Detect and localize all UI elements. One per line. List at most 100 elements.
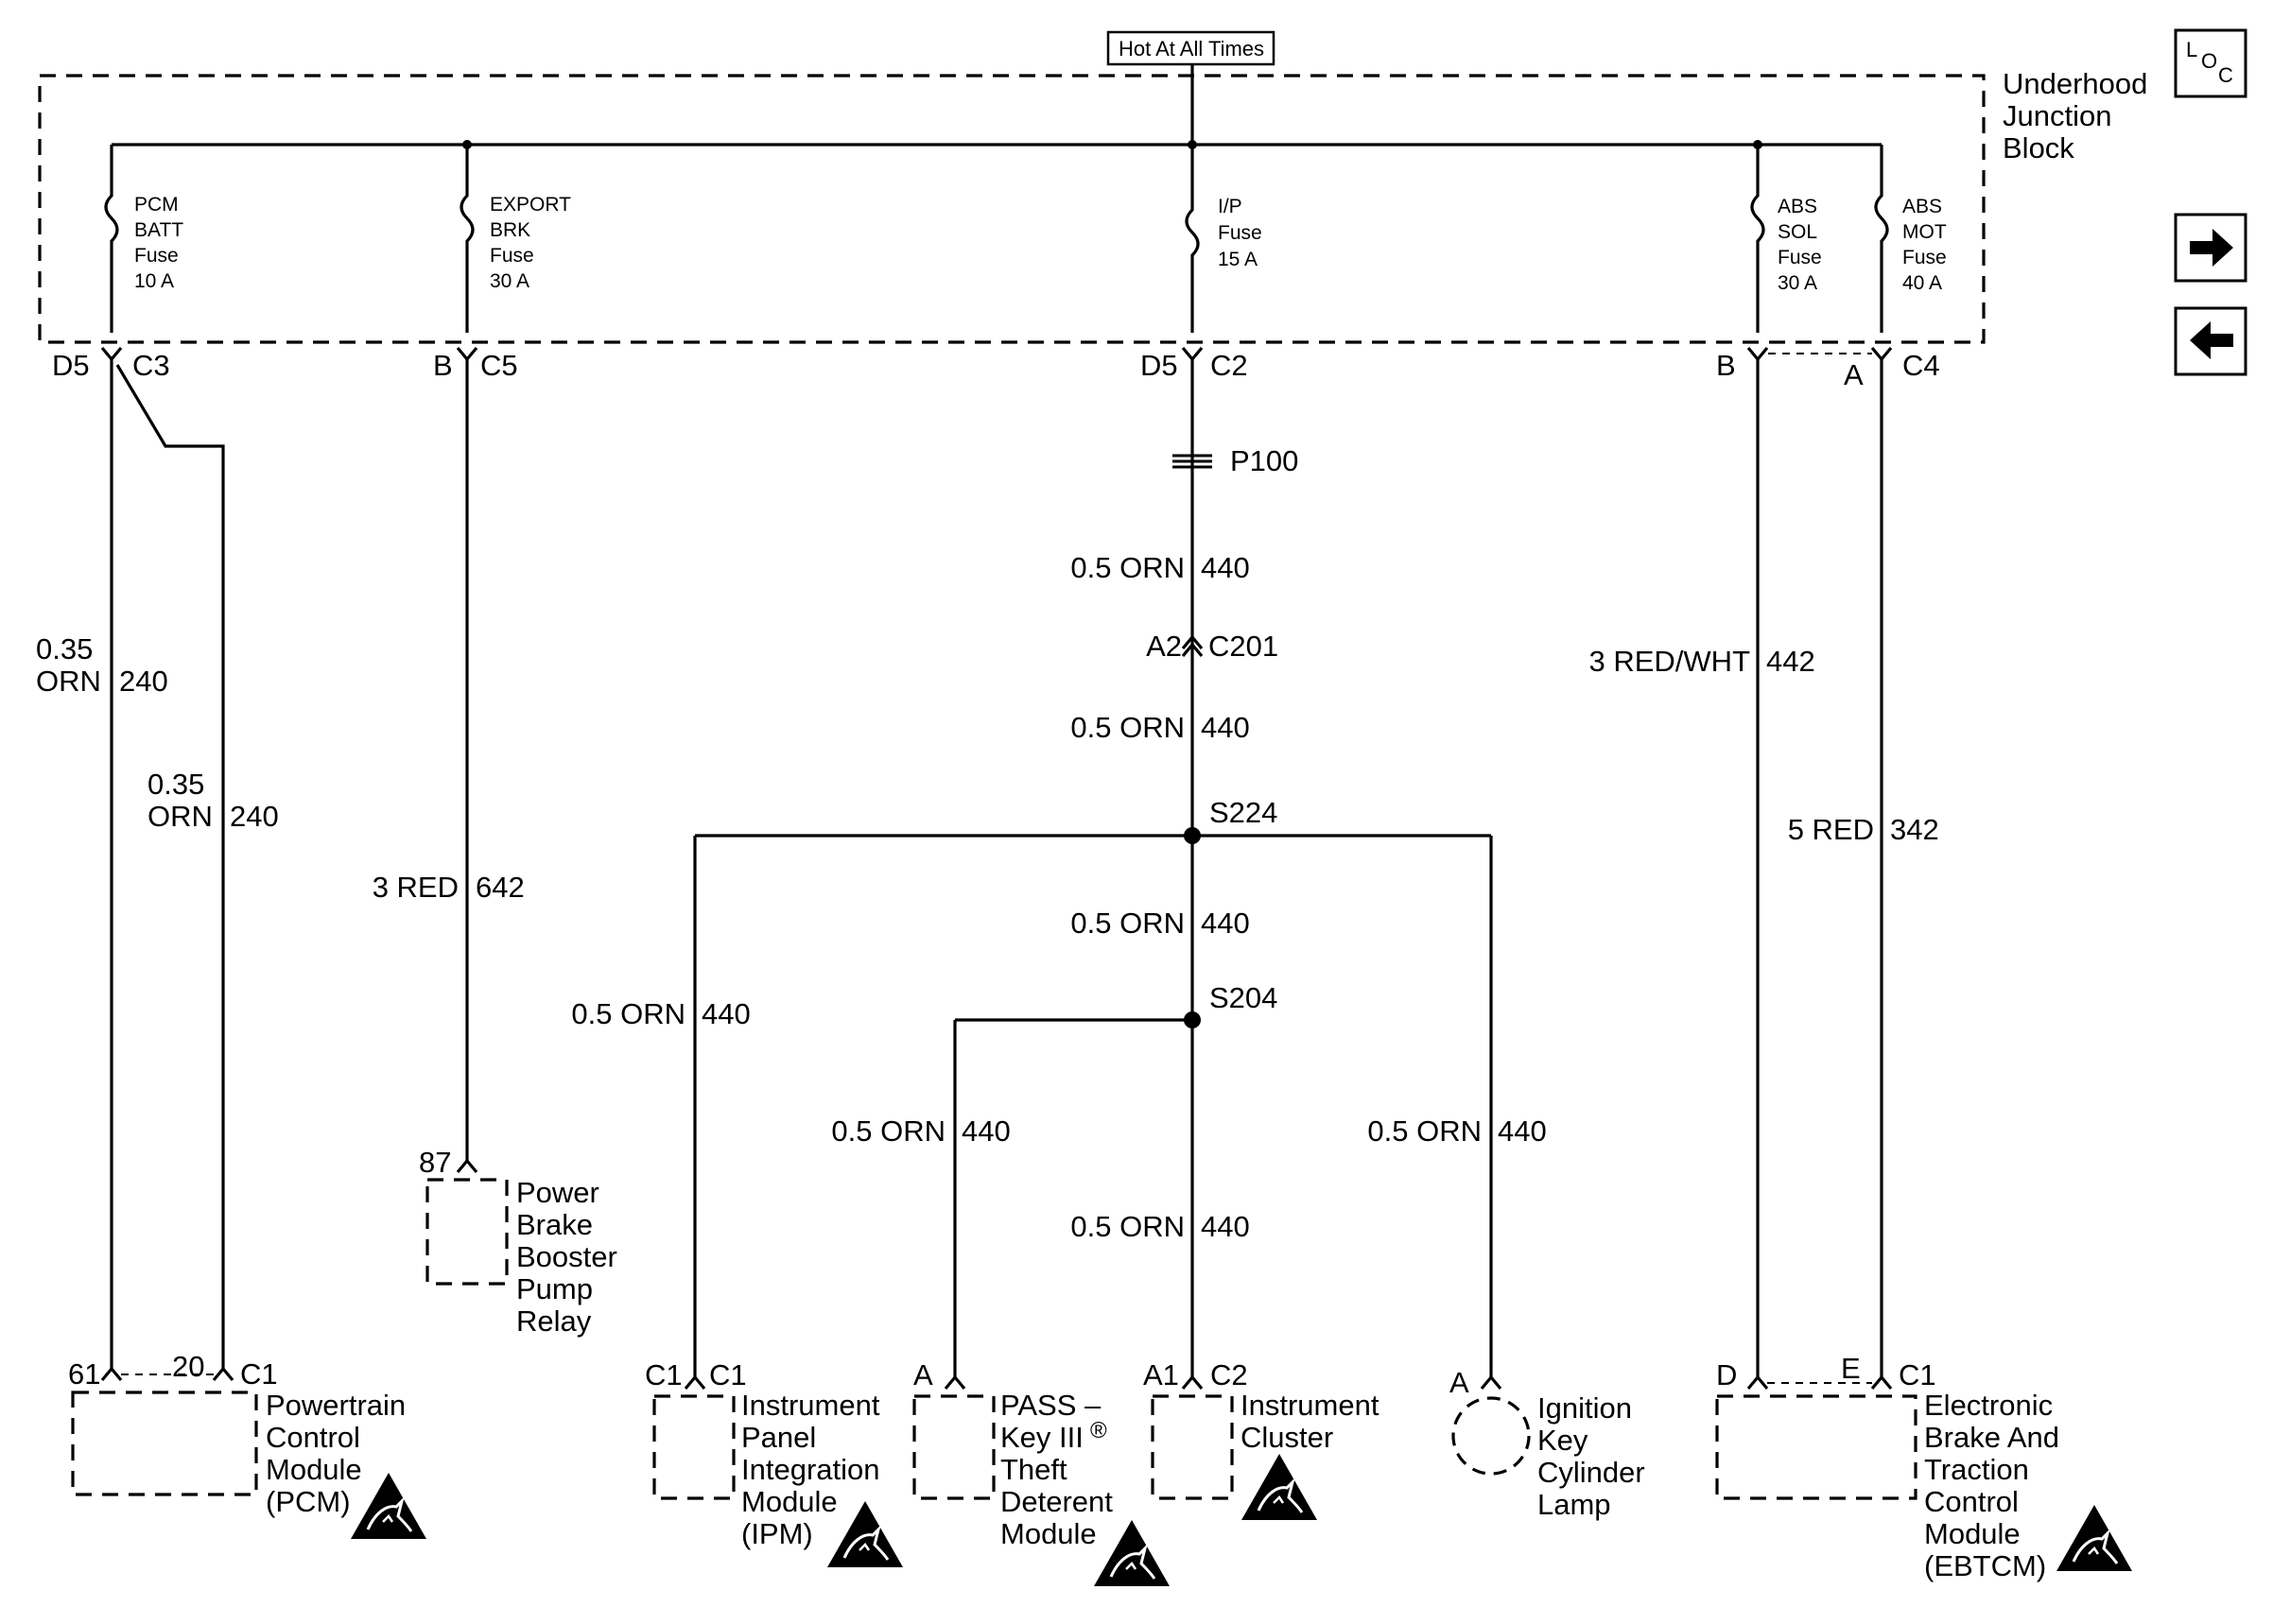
wire-ipm-440: 0.5 ORN 440 [571, 836, 751, 1377]
splice-s204: S204 [955, 981, 1277, 1028]
svg-text:10 A: 10 A [134, 270, 174, 292]
svg-text:Module: Module [266, 1453, 362, 1486]
wire-brk-642: 3 RED 642 [373, 359, 525, 1161]
svg-text:Fuse: Fuse [490, 245, 534, 267]
svg-text:Powertrain: Powertrain [266, 1389, 406, 1422]
wire-cluster-440: 0.5 ORN 440 [1070, 1210, 1249, 1243]
svg-text:61: 61 [68, 1357, 100, 1391]
svg-text:Instrument: Instrument [741, 1389, 880, 1422]
svg-text:Module: Module [1000, 1517, 1097, 1550]
fuse-abs-sol: ABS SOL Fuse 30 A [1750, 145, 1822, 333]
svg-text:Brake And: Brake And [1924, 1421, 2059, 1454]
svg-text:0.5 ORN: 0.5 ORN [1070, 907, 1185, 940]
svg-text:ABS: ABS [1902, 196, 1942, 217]
wire-ip-440-2: 0.5 ORN 440 [1070, 711, 1249, 744]
svg-text:MOT: MOT [1902, 221, 1947, 243]
svg-text:440: 440 [1201, 1210, 1250, 1243]
svg-text:440: 440 [1498, 1114, 1547, 1148]
fuse-abs-mot: ABS MOT Fuse 40 A [1874, 145, 1947, 333]
wire-ip-440-1: 0.5 ORN 440 [1070, 551, 1249, 584]
esd-warning-icon [349, 1471, 428, 1541]
svg-text:240: 240 [230, 800, 279, 833]
svg-text:Key: Key [1537, 1424, 1588, 1457]
svg-text:EXPORT: EXPORT [490, 194, 571, 216]
svg-text:440: 440 [1201, 711, 1250, 744]
svg-text:O: O [2201, 49, 2217, 73]
svg-text:0.5 ORN: 0.5 ORN [1070, 551, 1185, 584]
svg-text:B: B [1716, 349, 1736, 382]
svg-text:20: 20 [172, 1350, 204, 1383]
junction-block-label: Underhood Junction Block [2003, 67, 2147, 164]
svg-text:Cylinder: Cylinder [1537, 1456, 1645, 1489]
svg-text:Fuse: Fuse [1902, 247, 1947, 268]
splice-s224: S224 [695, 796, 1491, 844]
svg-text:240: 240 [119, 665, 168, 698]
svg-text:Underhood: Underhood [2003, 67, 2147, 100]
svg-text:(EBTCM): (EBTCM) [1924, 1549, 2046, 1582]
svg-text:0.5 ORN: 0.5 ORN [571, 997, 685, 1030]
svg-text:0.5 ORN: 0.5 ORN [1070, 1210, 1185, 1243]
svg-text:Lamp: Lamp [1537, 1488, 1611, 1521]
svg-text:C1: C1 [645, 1358, 683, 1391]
arrow-left-icon[interactable] [2174, 306, 2247, 376]
svg-text:5 RED: 5 RED [1788, 813, 1874, 846]
ignition-key-cylinder-lamp: A Ignition Key Cylinder Lamp [1449, 1366, 1645, 1521]
wire-pcm-240-b: 0.35 ORN 240 [115, 364, 279, 1369]
svg-text:S204: S204 [1209, 981, 1277, 1014]
svg-text:B: B [433, 349, 453, 382]
arrow-right-icon[interactable] [2174, 213, 2247, 283]
connector-c4: B A C4 [1716, 346, 1940, 391]
splice-p100: P100 [1172, 444, 1298, 477]
svg-text:3 RED/WHT: 3 RED/WHT [1589, 645, 1751, 678]
wire-lamp-440: 0.5 ORN 440 [1367, 836, 1547, 1377]
instrument-cluster: A1 C2 Instrument Cluster [1143, 1358, 1379, 1522]
svg-text:Control: Control [1924, 1485, 2019, 1518]
svg-text:C201: C201 [1208, 630, 1278, 663]
svg-text:Module: Module [1924, 1517, 2021, 1550]
svg-text:440: 440 [702, 997, 751, 1030]
svg-text:Fuse: Fuse [134, 245, 179, 267]
fuse-export-brk: EXPORT BRK Fuse 30 A [460, 145, 571, 333]
wire-abs-mot-342: 5 RED 342 [1788, 359, 1939, 1377]
svg-text:C2: C2 [1210, 349, 1248, 382]
svg-text:Pump: Pump [516, 1272, 593, 1305]
svg-text:0.35: 0.35 [147, 768, 204, 801]
esd-warning-icon [1092, 1518, 1171, 1588]
svg-text:Module: Module [741, 1485, 838, 1518]
svg-text:442: 442 [1766, 645, 1815, 678]
fuse-pcm-batt: PCM BATT Fuse 10 A [104, 145, 183, 333]
svg-text:Power: Power [516, 1176, 599, 1209]
svg-text:3 RED: 3 RED [373, 871, 459, 904]
connector-d5-c3: D5 C3 [52, 346, 170, 382]
instrument-panel-integration-module: C1 C1 Instrument Panel Integration Modul… [645, 1358, 905, 1569]
svg-text:A: A [1449, 1366, 1469, 1399]
svg-text:C2: C2 [1210, 1358, 1248, 1391]
svg-text:0.5 ORN: 0.5 ORN [1070, 711, 1185, 744]
wire-ip-440-3: 0.5 ORN 440 [1070, 907, 1249, 940]
svg-text:30 A: 30 A [490, 270, 529, 292]
svg-text:Ignition: Ignition [1537, 1391, 1632, 1425]
svg-text:Theft: Theft [1000, 1453, 1067, 1486]
svg-text:Booster: Booster [516, 1240, 617, 1273]
svg-text:S224: S224 [1209, 796, 1277, 829]
svg-text:D5: D5 [52, 349, 90, 382]
svg-text:P100: P100 [1230, 444, 1298, 477]
svg-text:Integration: Integration [741, 1453, 880, 1486]
svg-text:30 A: 30 A [1778, 272, 1817, 294]
esd-warning-icon [1240, 1452, 1319, 1522]
loc-icon[interactable]: L O C [2174, 28, 2247, 98]
svg-text:D: D [1716, 1358, 1737, 1391]
svg-text:D5: D5 [1140, 349, 1178, 382]
svg-text:I/P: I/P [1218, 196, 1242, 217]
svg-text:Cluster: Cluster [1241, 1421, 1333, 1454]
underhood-junction-block-outline [38, 74, 1986, 344]
svg-text:440: 440 [1201, 907, 1250, 940]
svg-text:Brake: Brake [516, 1208, 593, 1241]
svg-text:A1: A1 [1143, 1358, 1179, 1391]
svg-text:BATT: BATT [134, 219, 183, 241]
svg-text:40 A: 40 A [1902, 272, 1942, 294]
hot-at-all-times-label: Hot At All Times [1106, 30, 1275, 66]
svg-text:A: A [913, 1358, 933, 1391]
svg-text:642: 642 [476, 871, 525, 904]
